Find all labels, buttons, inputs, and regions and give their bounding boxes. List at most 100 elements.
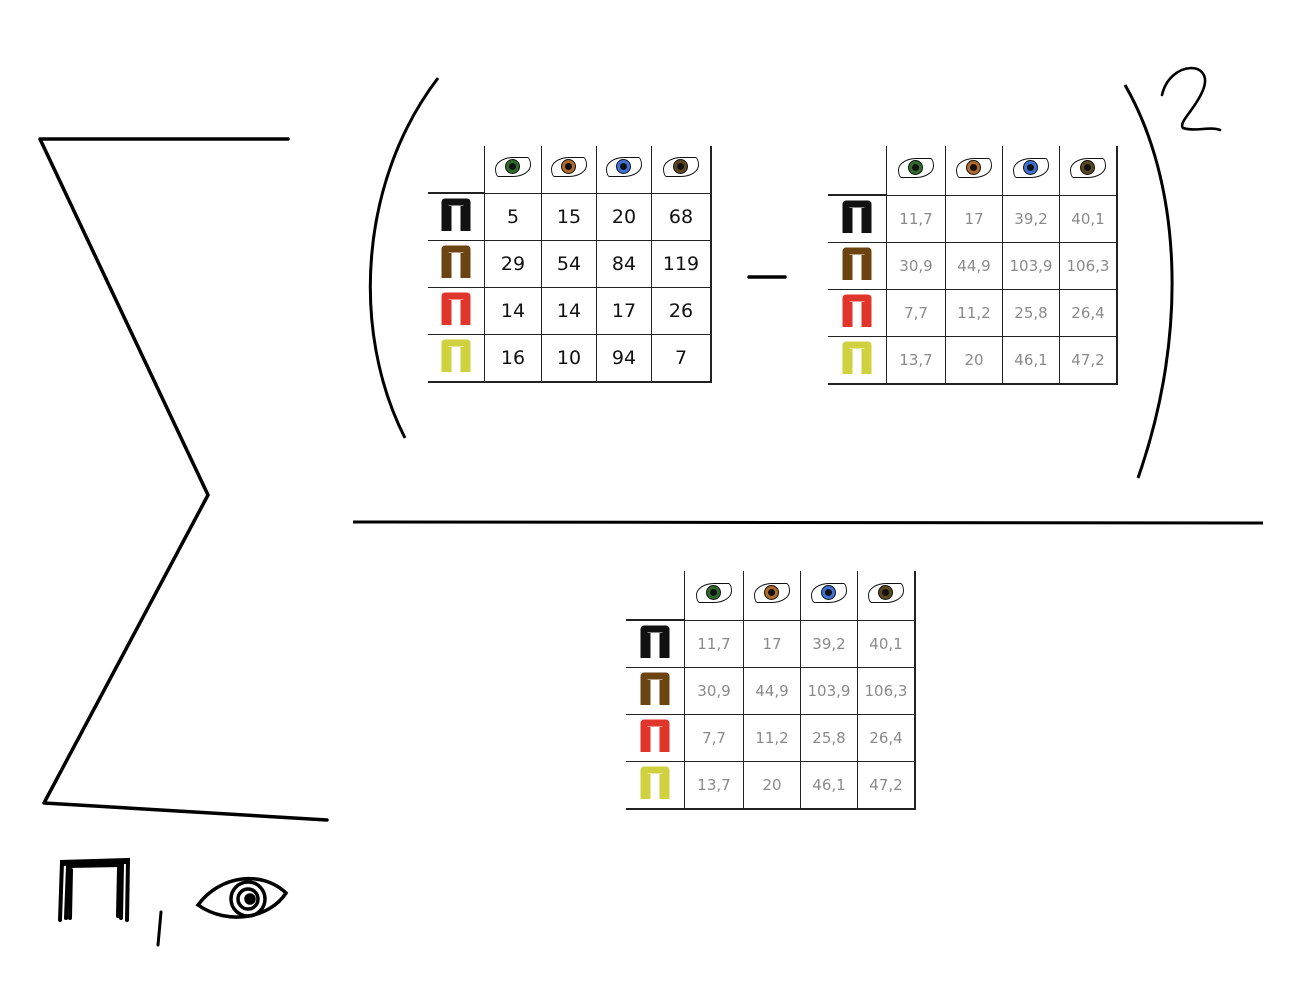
green-eye-icon [495, 157, 531, 178]
expected-bottom-cell: 30,9 [684, 667, 744, 715]
green-eye-icon [898, 158, 934, 179]
sigma-symbol [38, 137, 329, 822]
expected-top-cell: 47,2 [1059, 336, 1118, 385]
observed-cell: 14 [484, 287, 542, 335]
red-hair-icon [441, 292, 471, 325]
black-hair-icon [441, 198, 471, 231]
observed-corner-cell [428, 146, 485, 194]
observed-cell: 15 [541, 192, 597, 241]
yellow-hair-icon [441, 339, 471, 372]
observed-cell: 20 [596, 192, 652, 241]
expected-top-row-header [828, 194, 887, 243]
subscript-eye-icon [195, 876, 289, 919]
expected-bottom-cell: 13,7 [684, 761, 744, 810]
green-eye-icon [696, 583, 732, 604]
observed-cell: 119 [651, 240, 712, 288]
brown-eye-icon [551, 157, 587, 178]
expected-top-corner-cell [828, 146, 887, 196]
expected-bottom-cell: 40,1 [857, 619, 916, 668]
subscript-comma [156, 910, 163, 947]
expected-top-col-header [886, 146, 946, 196]
expected-bottom-cell: 11,7 [684, 619, 744, 668]
expected-top-row-header [828, 336, 887, 385]
expected-bottom-cell: 11,2 [743, 714, 801, 762]
expected-bottom-cell: 46,1 [800, 761, 858, 810]
darkbrown-eye-icon [1070, 158, 1106, 179]
expected-top-cell: 17 [945, 194, 1003, 243]
expected-top-cell: 11,7 [886, 194, 946, 243]
black-hair-icon [640, 625, 670, 658]
expected-top-cell: 106,3 [1059, 242, 1118, 290]
observed-cell: 7 [651, 334, 712, 383]
observed-cell: 29 [484, 240, 542, 288]
expected-top-cell: 25,8 [1002, 289, 1060, 337]
expected-bottom-cell: 47,2 [857, 761, 916, 810]
observed-cell: 84 [596, 240, 652, 288]
expected-top-cell: 44,9 [945, 242, 1003, 290]
expected-top-cell: 20 [945, 336, 1003, 385]
darkbrown-eye-icon [663, 157, 699, 178]
expected-bottom-row-header [626, 667, 685, 715]
observed-cell: 14 [541, 287, 597, 335]
observed-row-header [428, 334, 485, 383]
expected-bottom-cell: 20 [743, 761, 801, 810]
expected-top-cell: 26,4 [1059, 289, 1118, 337]
expected-bottom-col-header [684, 571, 744, 621]
expected-bottom-corner-cell [626, 571, 685, 621]
yellow-hair-icon [842, 341, 872, 374]
blue-eye-icon [1013, 158, 1049, 179]
blue-eye-icon [606, 157, 642, 178]
observed-header-row [428, 146, 712, 194]
observed-cell: 68 [651, 192, 712, 241]
expected-bottom-row-header [626, 714, 685, 762]
expected-bottom-cell: 7,7 [684, 714, 744, 762]
expected-top-header-row [828, 146, 1118, 196]
expected-bottom-cell: 17 [743, 619, 801, 668]
black-hair-icon [842, 200, 872, 233]
expected-top-cell: 30,9 [886, 242, 946, 290]
observed-cell: 17 [596, 287, 652, 335]
brown-hair-icon [842, 247, 872, 280]
expected-top-row-header [828, 289, 887, 337]
expected-bottom-row-header [626, 761, 685, 810]
expected-bottom-cell: 26,4 [857, 714, 916, 762]
expected-bottom-cell: 44,9 [743, 667, 801, 715]
expected-top-cell: 7,7 [886, 289, 946, 337]
observed-cell: 94 [596, 334, 652, 383]
brown-eye-icon [956, 158, 992, 179]
expected-bottom-col-header [800, 571, 858, 621]
left-parenthesis [368, 77, 440, 439]
expected-bottom-cell: 106,3 [857, 667, 916, 715]
observed-cell: 54 [541, 240, 597, 288]
expected-top-cell: 40,1 [1059, 194, 1118, 243]
observed-row-header [428, 192, 485, 241]
subscript-hair-icon [58, 857, 131, 922]
right-parenthesis [1123, 84, 1174, 479]
observed-cell: 26 [651, 287, 712, 335]
brown-hair-icon [640, 672, 670, 705]
observed-cell: 10 [541, 334, 597, 383]
expected-top-cell: 11,2 [945, 289, 1003, 337]
expected-top-cell: 13,7 [886, 336, 946, 385]
expected-bottom-cell: 39,2 [800, 619, 858, 668]
expected-bottom-cell: 103,9 [800, 667, 858, 715]
expected-bottom-row-header [626, 619, 685, 668]
observed-col-header [541, 146, 597, 194]
expected-bottom-cell: 25,8 [800, 714, 858, 762]
fraction-bar [352, 520, 1264, 525]
